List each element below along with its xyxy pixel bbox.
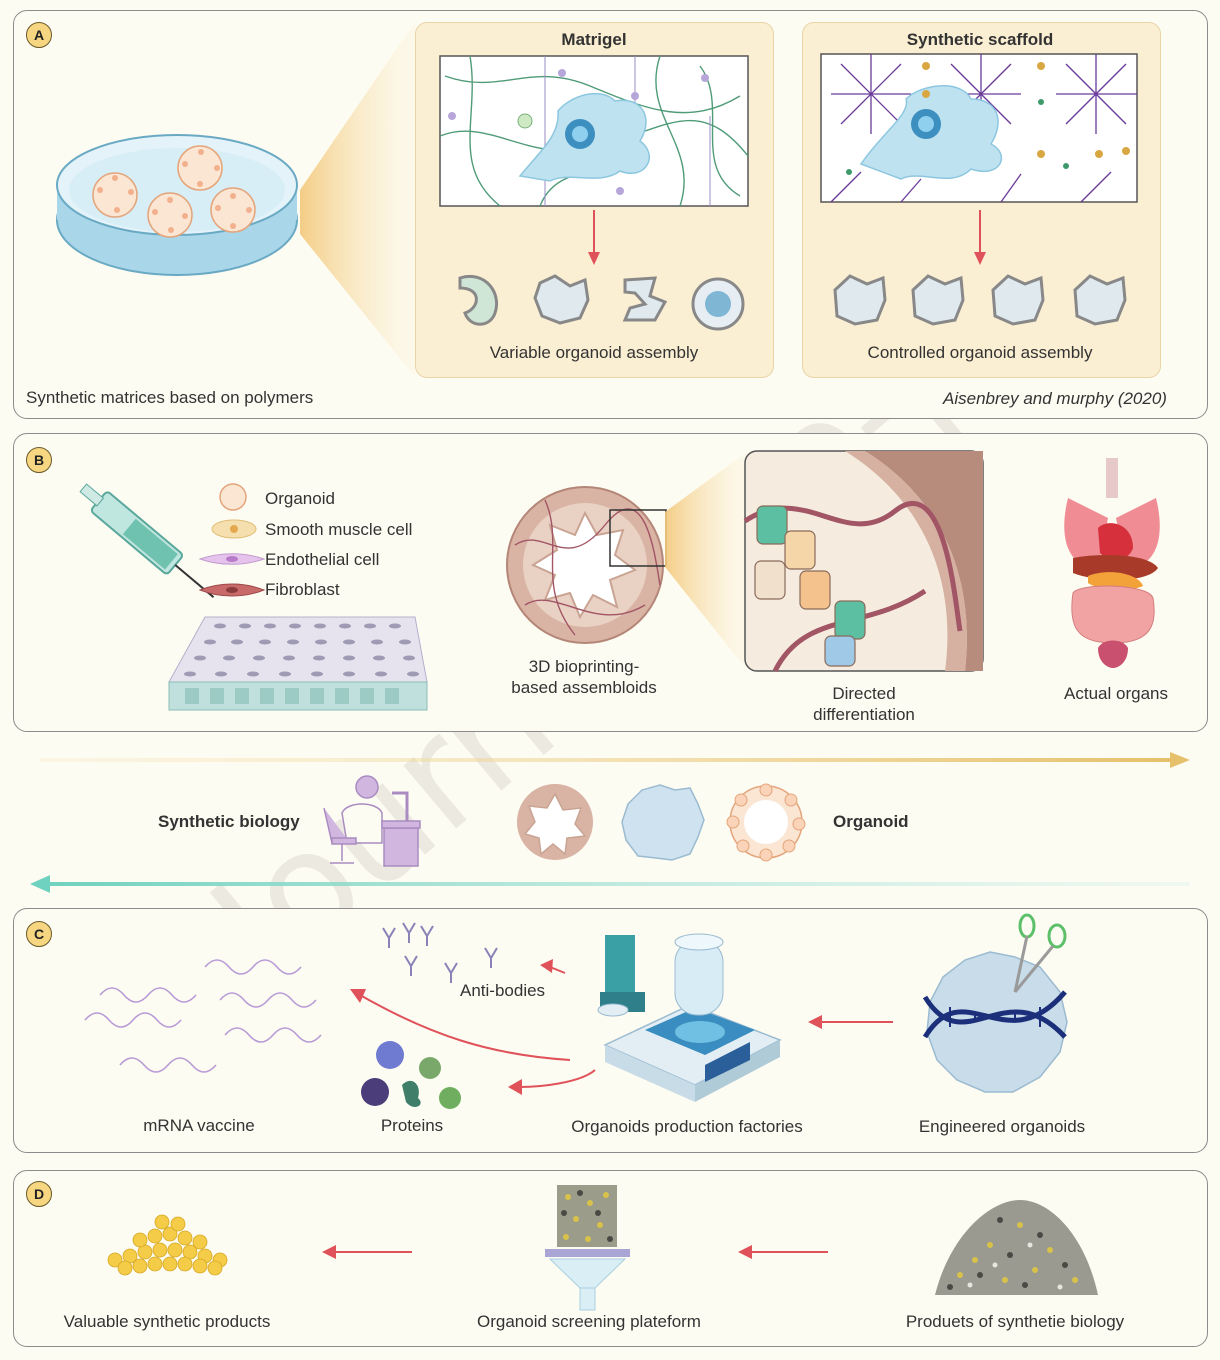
panel-c-badge: C — [26, 921, 52, 947]
panel-a-caption: Synthetic matrices based on polymers — [26, 388, 314, 407]
endothelial-cell-icon — [198, 553, 266, 565]
citation: Aisenbrey and murphy (2020) — [943, 389, 1167, 408]
panel-d-badge: D — [26, 1181, 52, 1207]
scientist-microscope-icon — [323, 775, 421, 867]
assembloid-icon — [506, 486, 667, 644]
controlled-organoids-illustration — [833, 274, 1127, 326]
bioprinting-label-2: based assembloids — [511, 678, 657, 697]
bioprinting-label-1: 3D bioprinting- — [528, 657, 640, 676]
valuable-products-label: Valuable synthetic products — [63, 1312, 271, 1331]
petri-dish-icon — [56, 134, 298, 276]
arrow-left-red-icon — [738, 1245, 828, 1259]
arrow-right-gold — [40, 752, 1190, 768]
arrow-down-icon — [974, 210, 986, 265]
arrow-left-red-icon — [808, 1015, 893, 1029]
engineered-organoid-icon — [922, 913, 1068, 1093]
synthetic-products-pile-icon — [107, 1214, 228, 1276]
organoid-blue-icon — [621, 784, 705, 861]
zoom-cone-b — [665, 452, 747, 670]
syringe-icon — [79, 483, 215, 598]
variable-organoid-label: Variable organoid assembly — [489, 343, 699, 362]
arrow-down-icon — [588, 210, 600, 265]
actual-organs-label: Actual organs — [1064, 684, 1168, 703]
antibodies-label: Anti-bodies — [460, 981, 546, 1000]
mrna-vaccine-label: mRNA vaccine — [143, 1116, 255, 1135]
proteins-icon — [361, 1041, 461, 1109]
legend-smooth-muscle: Smooth muscle cell — [265, 520, 413, 539]
antibodies-icon — [382, 922, 498, 983]
synthetic-scaffold-illustration — [820, 53, 1138, 203]
organoid-middle-label: Organoid — [833, 812, 909, 831]
synthetic-biology-label: Synthetic biology — [158, 812, 300, 831]
arrow-left-red-icon — [322, 1245, 412, 1259]
controlled-organoid-label: Controlled organoid assembly — [867, 343, 1093, 362]
directed-label-1: Directed — [832, 684, 896, 703]
production-arrows — [350, 959, 596, 1095]
screening-platform-label: Organoid screening plateform — [477, 1312, 701, 1331]
synthetic-biology-products-label: Produets of synthetie biology — [905, 1312, 1125, 1331]
organoid-icon — [219, 483, 247, 511]
organoid-brown-icon — [517, 784, 593, 860]
arrow-left-teal — [30, 875, 1190, 893]
directed-label-2: differentiation — [813, 705, 915, 724]
panel-a-badge: A — [26, 22, 52, 48]
mrna-strands-icon — [84, 959, 322, 1073]
well-plate-icon — [168, 616, 428, 711]
screening-platform-icon — [545, 1185, 630, 1311]
legend-fibroblast: Fibroblast — [265, 580, 340, 599]
fibroblast-icon — [198, 583, 266, 597]
panel-b-badge: B — [26, 447, 52, 473]
directed-differentiation-illustration — [743, 450, 984, 673]
proteins-label: Proteins — [380, 1116, 444, 1135]
legend-organoid: Organoid — [265, 489, 335, 508]
organs-icon — [1064, 458, 1160, 668]
synthetic-scaffold-title: Synthetic scaffold — [906, 30, 1054, 49]
zoom-cone — [300, 22, 415, 377]
organoid-peach-icon — [726, 783, 806, 862]
variable-organoids-illustration — [458, 274, 745, 331]
matrigel-title: Matrigel — [561, 30, 627, 49]
legend-endothelial: Endothelial cell — [265, 550, 380, 569]
engineered-organoids-label: Engineered organoids — [918, 1117, 1086, 1136]
smooth-muscle-cell-icon — [211, 519, 257, 539]
synthetic-biology-products-pile-icon — [935, 1200, 1098, 1295]
factories-label: Organoids production factories — [571, 1117, 803, 1136]
production-factory-icon — [597, 933, 782, 1102]
matrigel-network-illustration — [439, 55, 749, 207]
